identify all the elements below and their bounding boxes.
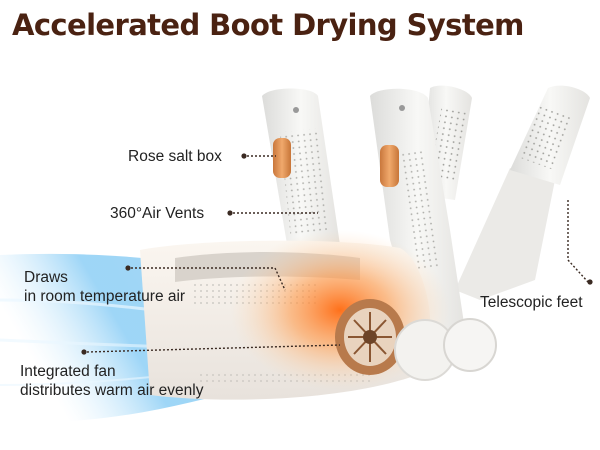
callout-telescopic-feet — [567, 200, 593, 285]
callout-rose-salt-box — [241, 153, 276, 159]
telescopic-arm-right — [455, 85, 590, 300]
label-air-vents: 360°Air Vents — [110, 205, 205, 222]
salt-box-left — [273, 138, 291, 178]
boot-arm-left — [262, 88, 340, 250]
callout-integrated-fan — [81, 344, 341, 355]
label-fan-line2: distributes warm air evenly — [20, 382, 204, 399]
label-draws-line2: in room temperature air — [24, 288, 186, 305]
label-telescopic-feet: Telescopic feet — [480, 294, 583, 311]
hinge-right — [443, 318, 497, 372]
page-title: Accelerated Boot Drying System — [12, 8, 524, 42]
salt-box-right — [380, 145, 399, 187]
label-draws-air: Draws in room temperature air — [24, 268, 185, 306]
callout-draws-air — [125, 265, 286, 291]
fan-icon — [335, 299, 405, 375]
label-fan-line1: Integrated fan — [20, 363, 116, 380]
callout-air-vents — [227, 210, 318, 216]
label-integrated-fan: Integrated fan distributes warm air even… — [20, 362, 203, 400]
label-rose-salt-box: Rose salt box — [128, 148, 222, 165]
label-draws-line1: Draws — [24, 269, 68, 286]
